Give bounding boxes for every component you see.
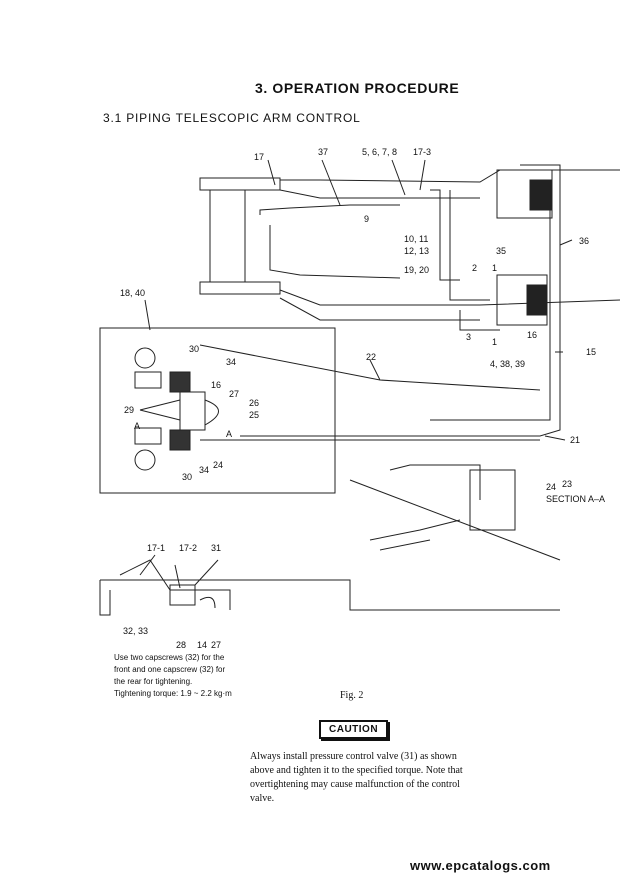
- leader-21: [544, 435, 566, 441]
- label-4-38-39: 4, 38, 39: [490, 359, 525, 369]
- section-label: SECTION A–A: [546, 494, 605, 504]
- leader-29a: [139, 399, 181, 411]
- leader-36: [559, 239, 573, 246]
- figure-caption: Fig. 2: [340, 690, 364, 701]
- label-22: 22: [366, 352, 376, 362]
- leader-17-1: [139, 554, 156, 576]
- label-28: 28: [176, 640, 186, 650]
- pipe-riser-2: [449, 190, 490, 301]
- arm-bottom-bar: [199, 281, 281, 295]
- leader-22: [369, 359, 381, 381]
- label-9: 9: [364, 214, 369, 224]
- pipe-upper: [259, 204, 400, 215]
- leader-5678: [391, 159, 406, 196]
- mount-hole-top: [134, 347, 156, 369]
- label-5678: 5, 6, 7, 8: [362, 147, 397, 157]
- diagram-lines: [99, 159, 620, 616]
- leader-31: [194, 559, 219, 586]
- note-line: the rear for tightening.: [114, 677, 193, 686]
- bottom-rail: [100, 579, 560, 611]
- torque-note: Use two capscrews (32) for the front and…: [114, 652, 264, 700]
- control-valve-top: [169, 371, 191, 393]
- leader-17-3: [419, 159, 426, 191]
- label-24a: 24: [213, 460, 223, 470]
- lower-rail-inner: [279, 297, 480, 321]
- label-15: 15: [586, 347, 596, 357]
- label-21: 21: [570, 435, 580, 445]
- bottom-loop: [199, 596, 216, 609]
- arm-top-bar: [199, 177, 281, 191]
- loop-pipe: [204, 399, 219, 426]
- label-12-13: 12, 13: [404, 246, 429, 256]
- label-29: 29: [124, 405, 134, 415]
- manifold: [179, 391, 206, 431]
- upper-rail: [280, 169, 620, 183]
- section-heading: 3. OPERATION PROCEDURE: [255, 80, 460, 96]
- label-14: 14: [197, 640, 207, 650]
- label-A-left: A: [134, 421, 140, 431]
- leader-37: [321, 159, 341, 206]
- subsection-heading: 3.1 PIPING TELESCOPIC ARM CONTROL: [103, 111, 361, 125]
- leader-17-2: [174, 564, 181, 589]
- section-cylinder: [469, 469, 516, 531]
- label-27a: 27: [229, 389, 239, 399]
- leader-29b: [139, 409, 181, 421]
- label-35: 35: [496, 246, 506, 256]
- valve-block-bottom: [134, 427, 162, 445]
- piping-diagram: 17 37 5, 6, 7, 8 17-3 9 10, 11 12, 13 35…: [99, 147, 620, 650]
- part-labels: 17 37 5, 6, 7, 8 17-3 9 10, 11 12, 13 35…: [120, 147, 605, 650]
- pipe-middle: [269, 225, 401, 279]
- label-A-right: A: [226, 429, 232, 439]
- pipe-riser: [430, 189, 460, 281]
- label-30b: 30: [182, 472, 192, 482]
- section-hose: [369, 519, 461, 541]
- label-16a: 16: [527, 330, 537, 340]
- label-17-2: 17-2: [179, 543, 197, 553]
- pipe-21: [240, 164, 561, 437]
- leader-18-40: [144, 299, 151, 331]
- cylinder-upper-block: [529, 179, 553, 211]
- caution-badge: CAUTION: [319, 720, 389, 739]
- leader-17: [267, 159, 276, 186]
- label-16b: 16: [211, 380, 221, 390]
- control-valve-bottom: [169, 429, 191, 451]
- label-3: 3: [466, 332, 471, 342]
- label-17-1: 17-1: [147, 543, 165, 553]
- valve-block-top: [134, 371, 162, 389]
- label-26: 26: [249, 398, 259, 408]
- label-25: 25: [249, 410, 259, 420]
- mount-hole-bottom: [134, 449, 156, 471]
- label-1a: 1: [492, 263, 497, 273]
- section-slope: [349, 479, 561, 561]
- watermark: www.epcatalogs.com: [410, 858, 551, 873]
- note-line: Use two capscrews (32) for the: [114, 653, 225, 662]
- label-2: 2: [472, 263, 477, 273]
- label-17-3: 17-3: [413, 147, 431, 157]
- label-18-40: 18, 40: [120, 288, 145, 298]
- label-36: 36: [579, 236, 589, 246]
- label-37: 37: [318, 147, 328, 157]
- caution-text: Always install pressure control valve (3…: [250, 751, 463, 804]
- pipe-3: [459, 310, 500, 331]
- label-23: 23: [562, 479, 572, 489]
- upper-rail-inner: [279, 189, 480, 199]
- label-27b: 27: [211, 640, 221, 650]
- cylinder-lower-block: [526, 284, 548, 316]
- label-19-20: 19, 20: [404, 265, 429, 275]
- label-32-33: 32, 33: [123, 626, 148, 636]
- label-17: 17: [254, 152, 264, 162]
- bottom-valve: [169, 584, 196, 606]
- label-31: 31: [211, 543, 221, 553]
- label-10-11: 10, 11: [404, 234, 428, 244]
- note-line: front and one capscrew (32) for: [114, 665, 226, 674]
- label-34b: 34: [199, 465, 209, 475]
- bottom-rail-end: [99, 580, 111, 616]
- note-line: Tightening torque: 1.9 ~ 2.2 kg·m: [114, 689, 232, 698]
- section-hose-2: [379, 539, 431, 551]
- label-24b: 24: [546, 482, 556, 492]
- label-30a: 30: [189, 344, 199, 354]
- label-1b: 1: [492, 337, 497, 347]
- section-pipe: [389, 464, 481, 500]
- label-34a: 34: [226, 357, 236, 367]
